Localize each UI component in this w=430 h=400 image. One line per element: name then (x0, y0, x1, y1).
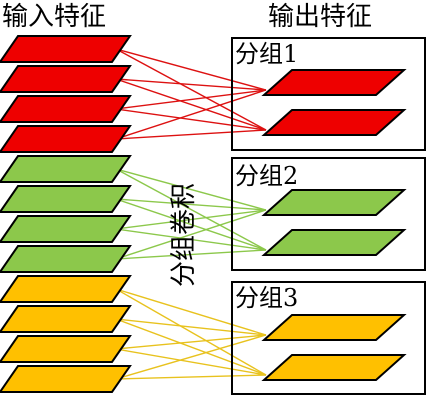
connection-line-g3-in1-out1 (115, 288, 267, 336)
input-feature-map-g2-1 (0, 155, 132, 183)
output-features-title: 输出特征 (268, 2, 373, 32)
connection-line-g2-in3-out1 (115, 209, 267, 230)
connection-line-g3-in2-out1 (115, 318, 267, 336)
connection-line-g1-in2-out1 (115, 78, 267, 91)
connection-line-g1-in1-out2 (115, 48, 267, 131)
input-features-title: 输入特征 (2, 2, 107, 32)
output-feature-map-g2-2 (261, 229, 407, 256)
grouped-convolution-label: 分组卷积 (169, 182, 200, 288)
input-feature-map-g2-2 (0, 185, 132, 213)
group-1-box (231, 37, 426, 151)
group-3-box (231, 281, 426, 395)
connection-line-g2-in4-out1 (115, 209, 267, 260)
connection-line-g3-in3-out1 (115, 334, 267, 350)
input-feature-map-g3-2 (0, 305, 132, 333)
input-feature-map-g3-3 (0, 335, 132, 363)
input-feature-map-g2-4 (0, 245, 132, 273)
connection-line-g1-in3-out2 (115, 108, 267, 131)
connection-line-g3-in4-out1 (115, 334, 267, 380)
input-feature-map-g2-3 (0, 215, 132, 243)
connection-line-g2-in2-out1 (115, 198, 267, 211)
input-feature-map-g1-1 (0, 35, 132, 63)
connection-line-g3-in2-out2 (115, 318, 267, 376)
input-feature-map-g1-3 (0, 95, 132, 123)
connection-line-g1-in2-out2 (115, 78, 267, 131)
connection-line-g3-in3-out2 (115, 348, 267, 376)
connection-line-g2-in2-out2 (115, 198, 267, 251)
group-2-label: 分组2 (235, 162, 299, 190)
input-feature-map-g3-4 (0, 365, 132, 393)
output-feature-map-g1-1 (261, 69, 407, 96)
group-2-box (231, 157, 426, 271)
output-feature-map-g3-2 (261, 354, 407, 381)
output-feature-map-g3-1 (261, 314, 407, 341)
output-feature-map-g1-2 (261, 109, 407, 136)
feature-maps (0, 35, 407, 393)
group-3-label: 分组3 (235, 284, 299, 312)
connection-line-g2-in3-out2 (115, 228, 267, 251)
connection-line-g1-in3-out1 (115, 89, 267, 110)
connection-line-g1-in4-out2 (115, 129, 267, 140)
connection-line-g2-in4-out2 (115, 249, 267, 260)
input-feature-map-g3-1 (0, 275, 132, 303)
connection-line-g1-in1-out1 (115, 48, 267, 91)
connection-line-g1-in4-out1 (115, 89, 267, 140)
connection-lines (115, 48, 267, 380)
connection-line-g3-in4-out2 (115, 374, 267, 380)
output-feature-map-g2-1 (261, 189, 407, 216)
group-1-label: 分组1 (235, 40, 299, 68)
connection-line-g3-in1-out2 (115, 288, 267, 376)
input-feature-map-g1-4 (0, 125, 132, 153)
input-feature-map-g1-2 (0, 65, 132, 93)
connection-line-g2-in1-out1 (115, 168, 267, 211)
connection-line-g2-in1-out2 (115, 168, 267, 251)
